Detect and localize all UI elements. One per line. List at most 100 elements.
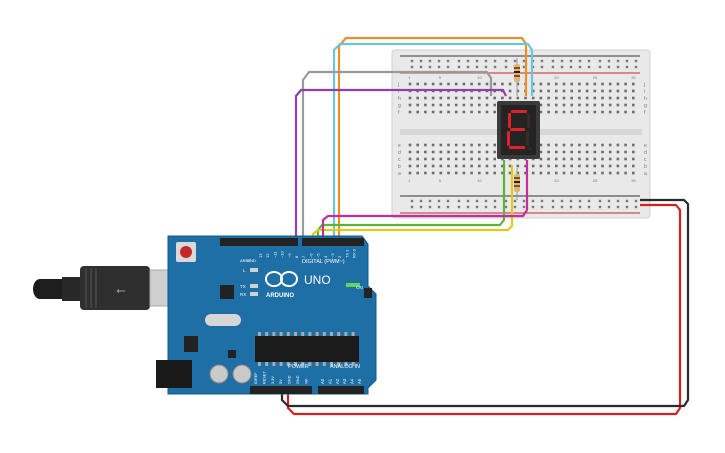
analog-pin-A1: A1 [327,378,332,384]
wire-magenta [321,160,529,240]
col-number-bottom-20: 20 [554,178,559,183]
atmega-chip [255,336,359,362]
digital-pin-6: 7 [301,255,306,258]
segment-c [526,131,529,146]
reset-button-cap[interactable] [180,246,192,258]
rx-led [250,292,258,296]
digital-pin-13: RX 0 [352,248,357,258]
tx-led [250,284,258,288]
col-number-top-5: 5 [439,75,442,80]
wire-purple [294,88,507,240]
power-pin-1: RESET [262,371,266,384]
col-number-top-10: 10 [477,75,482,80]
analog-pin-A0: A0 [320,378,325,384]
breadboard-holes [408,59,638,209]
col-number-bottom-30: 30 [631,178,636,183]
row-letter-right-e: e [644,143,647,149]
l-led-label: L [243,268,246,273]
capacitor-2 [232,364,252,384]
row-letter-f: f [398,110,400,116]
wire-black [280,198,690,408]
usb-chip [220,285,234,299]
gnd-label: GND [247,258,256,263]
segment-dp [528,147,532,151]
row-letter-b: b [398,164,401,170]
row-letter-c: c [398,157,401,163]
digital-pin-11: 2 [337,255,342,258]
seven-segment-display[interactable] [497,101,540,159]
row-letter-right-g: g [644,103,647,109]
row-letter-h: h [398,96,401,102]
digital-header-left [220,238,298,246]
power-pin-3: 5V [279,379,283,384]
digital-pin-3: ~10 [280,250,285,258]
wire-red [286,203,682,416]
col-number-top-1: 1 [408,75,411,80]
small-component [228,350,236,358]
col-number-top-20: 20 [554,75,559,80]
row-letter-j: j [397,82,399,88]
tx-label: TX [240,284,246,289]
power-pin-0: IOREF [254,372,258,384]
wire-cyan [332,42,534,240]
row-letter-right-a: a [644,171,647,177]
col-number-bottom-1: 1 [408,178,411,183]
row-letter-right-d: d [644,150,647,156]
model-label: UNO [304,273,331,287]
wire-orange [337,36,528,240]
row-letter-e: e [398,143,401,149]
digital-header-label: DIGITAL (PWM~) [302,259,345,265]
aref-label: AREF [240,258,251,263]
resistor-bottom[interactable] [514,168,520,200]
digital-pin-9: 4 [323,255,328,258]
row-letter-right-c: c [644,157,647,163]
row-letter-right-i: i [644,89,645,95]
row-letter-d: d [398,150,401,156]
usb-cable[interactable]: ⭠ [33,266,171,310]
col-number-top-30: 30 [631,75,636,80]
row-letter-right-j: j [643,82,645,88]
row-letter-g: g [398,103,401,109]
power-pin-6: Vin [304,379,308,384]
l-led [250,268,258,272]
power-jack[interactable] [156,360,192,388]
segment-a [511,110,527,113]
analog-pin-A2: A2 [335,378,340,384]
col-number-bottom-10: 10 [477,178,482,183]
analog-header [318,386,364,394]
chip-legs [258,332,355,366]
on-label: ON [356,285,363,290]
usb-icon: ⭠ [116,283,126,297]
capacitor-1 [209,364,229,384]
segment-b [527,113,530,128]
digital-pin-5: 8 [294,255,299,258]
digital-pin-1: 12 [265,253,270,258]
digital-pin-12: TX 1 [344,249,349,258]
power-header [250,386,312,394]
on-led [346,283,360,287]
analog-label: ANALOG IN [330,364,360,370]
wire-green [316,160,506,240]
row-letter-right-b: b [644,164,647,170]
wire-gray [301,70,493,240]
display-segments [507,110,527,149]
power-pin-5: GND [296,375,300,384]
segment-g [510,128,525,131]
analog-pin-A5: A5 [357,378,362,384]
power-label: POWER [288,364,309,370]
digital-pin-4: ~9 [287,253,292,258]
wires [280,36,690,416]
segment-d [509,146,525,149]
digital-pin-8: ~5 [316,253,321,258]
row-letter-a: a [398,171,401,177]
col-number-bottom-5: 5 [439,178,442,183]
col-number-top-25: 25 [593,75,598,80]
resistor-top[interactable] [514,58,520,96]
row-letter-right-h: h [644,96,647,102]
crystal [205,314,241,326]
brand-label: ARDUINO [266,293,294,299]
power-pin-2: 3.3V [271,376,275,384]
